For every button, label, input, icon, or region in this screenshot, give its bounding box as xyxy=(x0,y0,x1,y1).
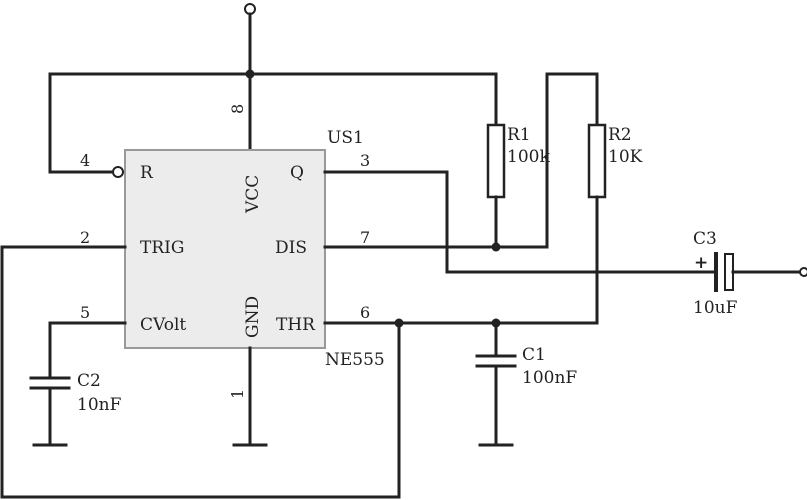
c3-ref: C3 xyxy=(693,229,717,249)
c3-value: 10uF xyxy=(693,298,738,318)
c2-value: 10nF xyxy=(77,395,122,415)
pin-label-cvolt: CVolt xyxy=(140,315,186,335)
vcc-junction-dot xyxy=(245,69,255,79)
ic-designator: US1 xyxy=(327,128,364,148)
c3-polarity-mark: + xyxy=(694,253,708,273)
pin-number-3: 3 xyxy=(360,151,370,170)
pin-label-thr: THR xyxy=(276,315,316,335)
c1-ref: C1 xyxy=(522,345,546,365)
r1-ref: R1 xyxy=(507,125,531,145)
r2-value: 10K xyxy=(608,147,643,167)
pin-label-trig: TRIG xyxy=(140,238,184,258)
pin-number-7: 7 xyxy=(360,228,370,247)
pin-label-dis: DIS xyxy=(275,238,307,258)
dis-to-r2-wire xyxy=(545,72,599,249)
pin-number-4: 4 xyxy=(80,151,90,170)
pin-label-vcc: VCC xyxy=(243,175,263,214)
trig-loop-wire xyxy=(0,245,401,499)
r1-resistor xyxy=(486,123,506,199)
pin-number-2: 2 xyxy=(80,228,90,247)
q-output-wire xyxy=(323,170,715,274)
c2-ref: C2 xyxy=(77,371,101,391)
pin-label-q: Q xyxy=(290,163,304,183)
pin-label-r: R xyxy=(140,163,154,183)
pin-number-8: 8 xyxy=(228,104,247,114)
reset-inversion-bubble xyxy=(112,166,124,178)
c1-value: 100nF xyxy=(522,368,577,388)
top-rail-wire xyxy=(48,72,498,127)
cvolt-wire xyxy=(48,321,127,379)
ic-part-number: NE555 xyxy=(325,350,385,370)
pin-label-gnd: GND xyxy=(243,296,263,338)
pin-number-5: 5 xyxy=(80,303,90,322)
output-terminal xyxy=(799,267,807,277)
pin-number-6: 6 xyxy=(360,303,370,322)
pin-number-1: 1 xyxy=(228,389,247,399)
ne555-ic-body xyxy=(124,149,326,349)
r2-ref: R2 xyxy=(608,125,632,145)
dis-junction-dot xyxy=(491,242,501,252)
r1-value: 100k xyxy=(507,147,550,167)
r2-resistor xyxy=(587,123,607,199)
